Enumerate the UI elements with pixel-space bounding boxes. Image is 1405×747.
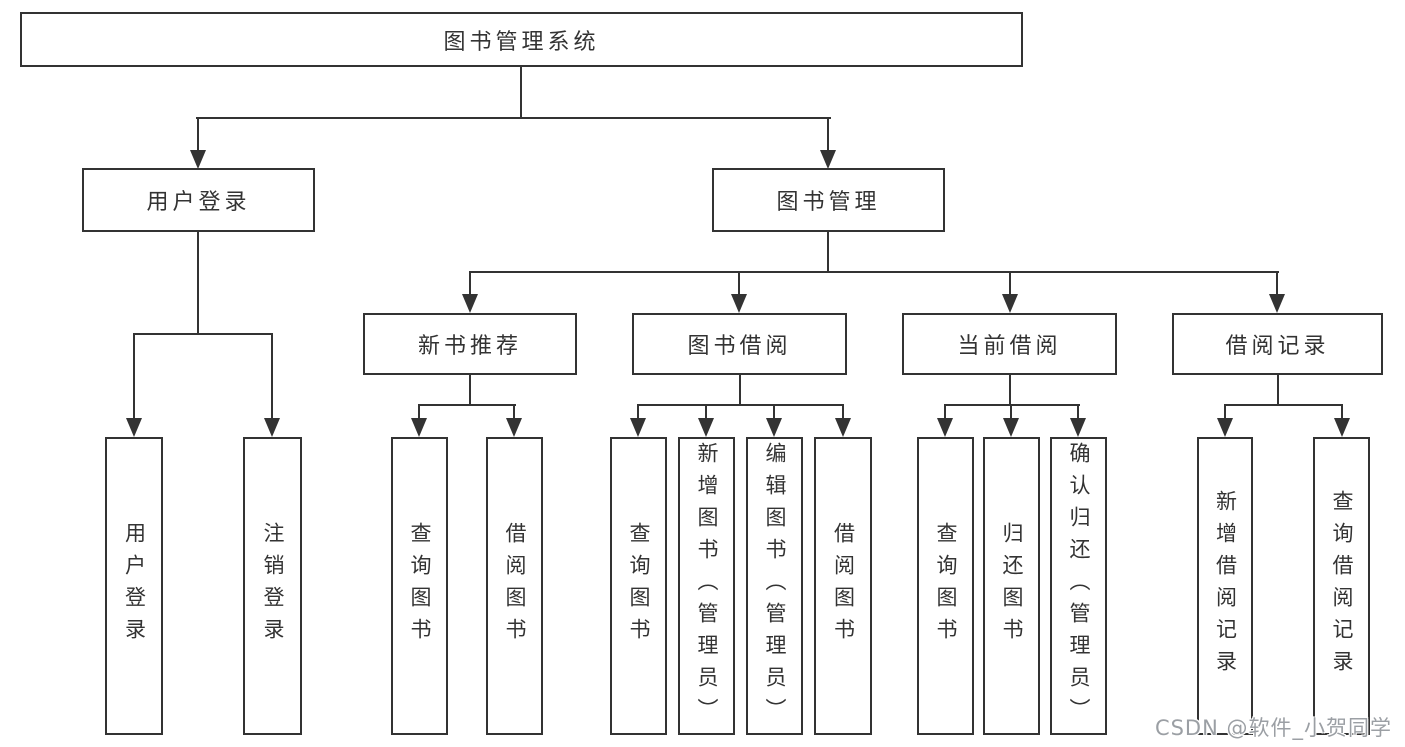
leaf-label: 查询图书 (408, 522, 432, 650)
connector-line (197, 232, 199, 335)
arrow-down-icon (1002, 294, 1018, 313)
leaf-label: 注销登录 (261, 522, 285, 650)
arrow-down-icon (937, 418, 953, 437)
connector-line (1277, 375, 1279, 406)
arrow-down-icon (835, 418, 851, 437)
arrow-down-icon (731, 294, 747, 313)
leaf-label: 新增借阅记录 (1213, 490, 1238, 682)
connector-line (827, 232, 829, 273)
arrow-down-icon (1334, 418, 1350, 437)
node-library-management-system: 图书管理系统 (20, 12, 1023, 67)
connector-line (1224, 404, 1226, 421)
connector-line (738, 271, 740, 297)
connector-line (705, 404, 707, 421)
leaf-label: 借阅图书 (503, 522, 527, 650)
node-user-login: 用户登录 (82, 168, 315, 232)
arrow-down-icon (1217, 418, 1233, 437)
arrow-down-icon (264, 418, 280, 437)
leaf-recommend-borrow-books: 借阅图书 (486, 437, 543, 735)
arrow-down-icon (411, 418, 427, 437)
node-current-borrow: 当前借阅 (902, 313, 1117, 375)
node-borrow-records: 借阅记录 (1172, 313, 1383, 375)
leaf-label: 归还图书 (1000, 522, 1024, 650)
connector-line (842, 404, 844, 421)
connector-line (271, 333, 273, 421)
node-book-borrow: 图书借阅 (632, 313, 847, 375)
connector-line (1224, 404, 1343, 406)
arrow-down-icon (1269, 294, 1285, 313)
leaf-confirm-return-admin: 确认归还（管理员） (1050, 437, 1107, 735)
arrow-down-icon (126, 418, 142, 437)
connector-line (469, 375, 471, 406)
connector-line (739, 375, 741, 406)
arrow-down-icon (1070, 418, 1086, 437)
connector-line (827, 117, 829, 152)
connector-line (196, 117, 831, 119)
node-label: 用户登录 (146, 190, 251, 215)
leaf-label: 查询借阅记录 (1330, 490, 1354, 682)
node-book-management: 图书管理 (712, 168, 945, 232)
leaf-query-borrow-record: 查询借阅记录 (1313, 437, 1370, 735)
node-label: 借阅记录 (1225, 334, 1330, 359)
arrow-down-icon (506, 418, 522, 437)
connector-line (637, 404, 844, 406)
leaf-label: 编辑图书（管理员） (763, 442, 787, 730)
connector-line (1009, 375, 1011, 406)
connector-line (513, 404, 515, 421)
leaf-return-books: 归还图书 (983, 437, 1040, 735)
connector-line (133, 333, 135, 421)
leaf-borrow-query-books: 查询图书 (610, 437, 667, 735)
connector-line (1276, 271, 1278, 297)
arrow-down-icon (190, 150, 206, 169)
arrow-down-icon (820, 150, 836, 169)
leaf-user-login: 用户登录 (105, 437, 163, 735)
leaf-edit-books-admin: 编辑图书（管理员） (746, 437, 803, 735)
connector-line (1009, 271, 1011, 297)
leaf-add-borrow-record: 新增借阅记录 (1197, 437, 1253, 735)
connector-line (1077, 404, 1079, 421)
leaf-add-books-admin: 新增图书（管理员） (678, 437, 735, 735)
connector-line (1341, 404, 1343, 421)
connector-line (133, 333, 273, 335)
leaf-logout-login: 注销登录 (243, 437, 302, 735)
arrow-down-icon (630, 418, 646, 437)
connector-line (944, 404, 946, 421)
node-label: 图书管理 (776, 190, 881, 215)
connector-line (944, 404, 1080, 406)
leaf-label: 确认归还（管理员） (1067, 442, 1091, 730)
connector-line (520, 67, 522, 119)
watermark-csdn: CSDN @软件_小贺同学 (1154, 716, 1392, 740)
connector-line (469, 271, 471, 297)
arrow-down-icon (766, 418, 782, 437)
connector-line (773, 404, 775, 421)
leaf-label: 新增图书（管理员） (695, 442, 719, 730)
arrow-down-icon (462, 294, 478, 313)
leaf-recommend-query-books: 查询图书 (391, 437, 448, 735)
node-new-book-recommend: 新书推荐 (363, 313, 577, 375)
leaf-label: 查询图书 (934, 522, 958, 650)
node-label: 当前借阅 (957, 334, 1062, 359)
leaf-borrow-borrow-books: 借阅图书 (814, 437, 872, 735)
connector-line (1010, 404, 1012, 421)
connector-line (197, 117, 199, 152)
connector-line (637, 404, 639, 421)
leaf-label: 借阅图书 (831, 522, 856, 650)
connector-line (469, 271, 1279, 273)
node-label: 新书推荐 (417, 334, 522, 359)
connector-line (418, 404, 420, 421)
arrow-down-icon (698, 418, 714, 437)
leaf-label: 用户登录 (122, 522, 147, 650)
node-label: 图书借阅 (687, 334, 792, 359)
arrow-down-icon (1003, 418, 1019, 437)
node-label: 图书管理系统 (443, 29, 600, 55)
connector-line (418, 404, 516, 406)
leaf-label: 查询图书 (627, 522, 651, 650)
leaf-current-query-books: 查询图书 (917, 437, 974, 735)
